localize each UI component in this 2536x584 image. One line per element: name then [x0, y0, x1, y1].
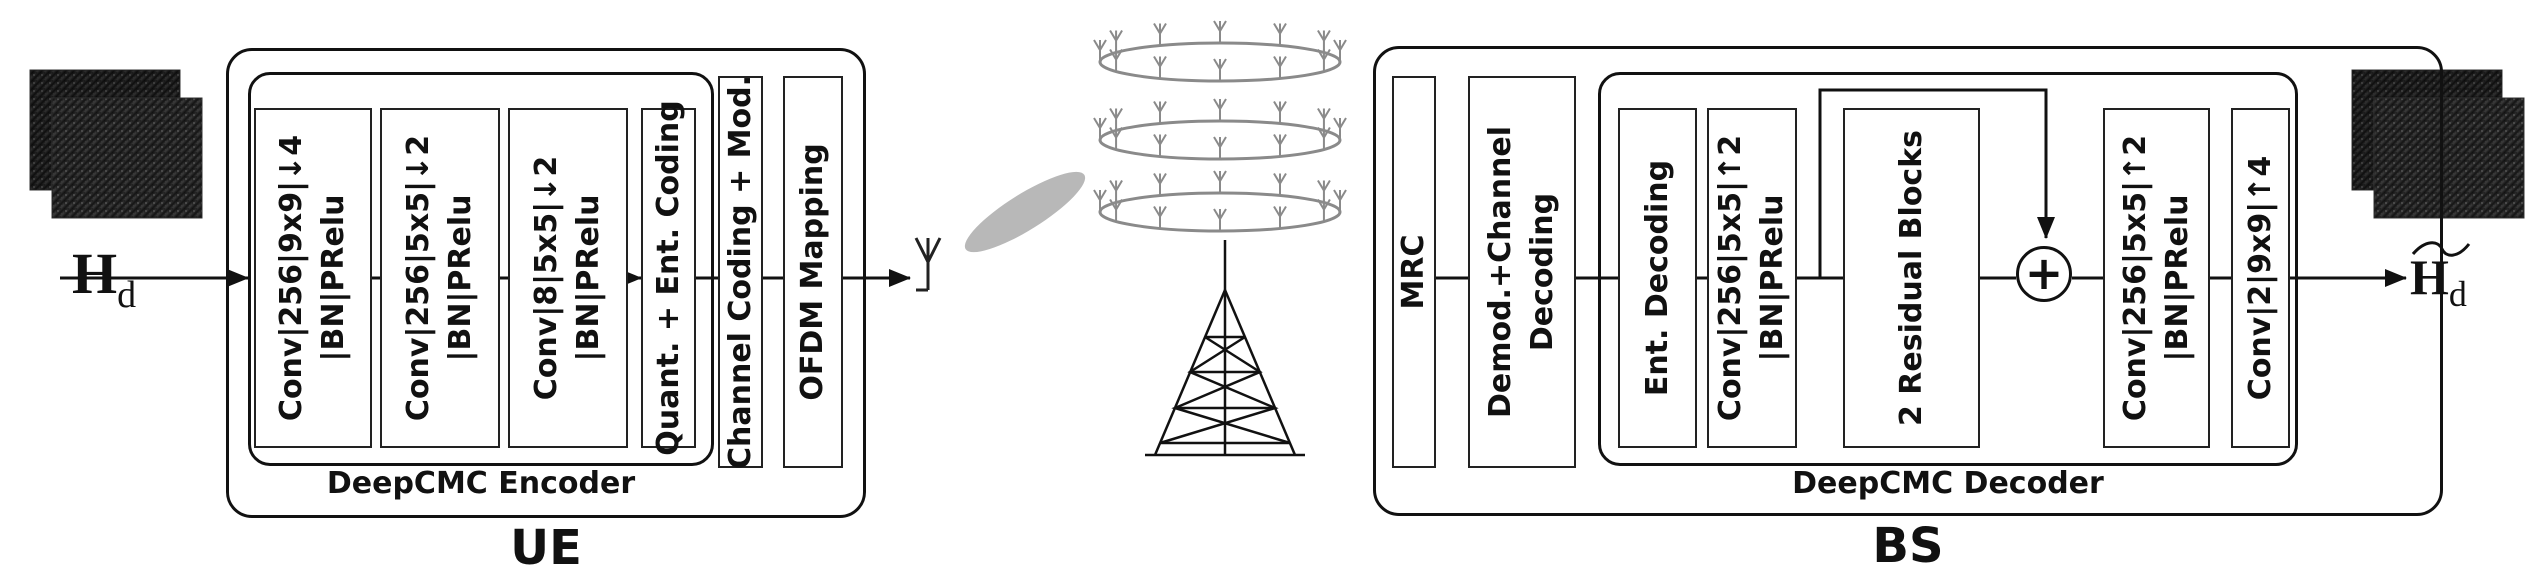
- ofdm-mapping-block: OFDM Mapping: [783, 76, 843, 468]
- deepcmc-encoder-container: [248, 72, 714, 466]
- ofdm-mapping-label: OFDM Mapping: [795, 143, 830, 401]
- decoder-conv2-block: Conv|256|5x5|↑2|BN|PRelu: [2103, 108, 2210, 448]
- residual-blocks-block: 2 Residual Blocks: [1843, 108, 1980, 448]
- encoder-conv1-block: Conv|256|9x9|↓4|BN|PRelu: [254, 108, 372, 448]
- channel-coding-label: Channel Coding + Mod.: [722, 75, 758, 469]
- decoder-conv3-label: Conv|2|9x9|↑4: [2242, 155, 2278, 401]
- deepcmc-encoder-label: DeepCMC Encoder: [326, 466, 636, 501]
- entropy-decoding-label: Ent. Decoding: [1639, 159, 1675, 397]
- output-symbol-sub: d: [2448, 274, 2467, 314]
- encoder-conv3-label: Conv|8|5x5|↓2|BN|PRelu: [529, 155, 606, 401]
- decoder-conv1-block: Conv|256|5x5|↑2|BN|PRelu: [1707, 108, 1797, 448]
- deepcmc-decoder-container: [1598, 72, 2298, 466]
- decoder-flow-lines: [1436, 88, 2407, 287]
- mrc-block: MRC: [1392, 76, 1436, 468]
- decoder-conv3-block: Conv|2|9x9|↑4: [2231, 108, 2290, 448]
- encoder-conv2-label: Conv|256|5x5|↓2|BN|PRelu: [401, 134, 478, 422]
- adder-node: +: [2016, 246, 2072, 302]
- encoder-conv3-block: Conv|8|5x5|↓2|BN|PRelu: [508, 108, 628, 448]
- channel-coding-block: Channel Coding + Mod.: [718, 75, 763, 469]
- decoder-conv2-label: Conv|256|5x5|↑2|BN|PRelu: [2117, 134, 2195, 422]
- entropy-decoding-block: Ent. Decoding: [1618, 108, 1697, 448]
- input-symbol-sub: d: [117, 274, 137, 316]
- quantization-entropy-coding-label: Quant. + Ent. Coding: [650, 100, 686, 456]
- input-symbol: Hd: [72, 240, 136, 316]
- ue-container: [226, 48, 866, 518]
- antenna-elements: [1093, 20, 1347, 231]
- mrc-label: MRC: [1396, 234, 1431, 310]
- bs-label: BS: [1872, 518, 1944, 574]
- deepcmc-decoder-label: DeepCMC Decoder: [1792, 466, 2104, 501]
- wireless-beam: [964, 171, 1086, 253]
- bs-container: [1373, 46, 2443, 516]
- input-symbol-main: H: [72, 241, 118, 306]
- adder-symbol: +: [2024, 246, 2064, 300]
- residual-blocks-label: 2 Residual Blocks: [1893, 129, 1929, 427]
- decoder-conv1-label: Conv|256|5x5|↑2|BN|PRelu: [1713, 134, 1790, 422]
- quantization-entropy-coding-block: Quant. + Ent. Coding: [641, 100, 696, 456]
- output-csi-image: [2351, 69, 2525, 219]
- encoder-conv1-label: Conv|256|9x9|↓4|BN|PRelu: [274, 134, 351, 422]
- ue-antenna-icon: [914, 237, 942, 292]
- encoder-conv2-block: Conv|256|5x5|↓2|BN|PRelu: [380, 108, 500, 448]
- ue-label: UE: [510, 520, 582, 576]
- base-station-tower-icon: [1145, 240, 1305, 457]
- input-csi-image: [29, 69, 203, 219]
